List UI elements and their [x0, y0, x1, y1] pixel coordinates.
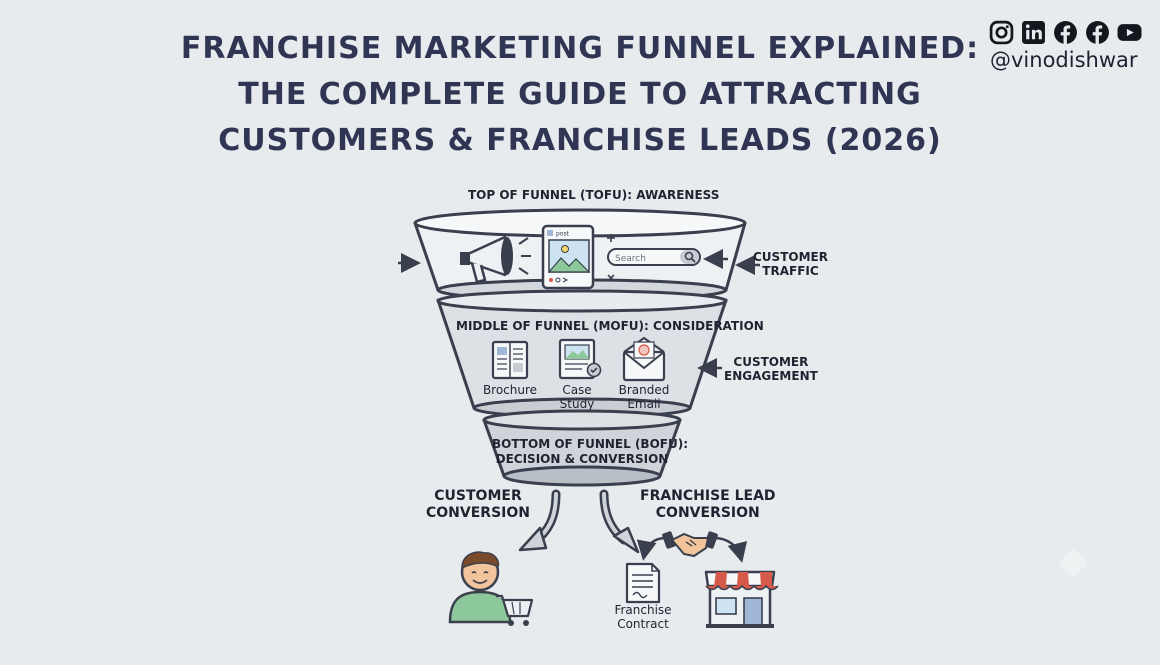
arrow-to-customer	[518, 489, 561, 552]
social-post-icon	[541, 224, 595, 290]
arrow-handshake-to-store	[713, 536, 748, 563]
arrow-to-franchise	[599, 489, 640, 554]
branded-email-label: Branded Email	[618, 383, 670, 411]
instagram-icon[interactable]	[989, 20, 1014, 45]
shopping-cart-icon	[496, 594, 534, 626]
branded-email-icon	[622, 336, 666, 382]
franchise-contract-label: Franchise Contract	[614, 603, 672, 631]
search-placeholder: Search	[615, 254, 646, 264]
franchise-lead-conversion-label: FRANCHISE LEAD CONVERSION	[640, 488, 776, 521]
title-line-2: THE COMPLETE GUIDE TO ATTRACTING	[238, 77, 922, 112]
contract-icon	[625, 562, 661, 604]
customer-traffic-label: CUSTOMER TRAFFIC	[753, 250, 828, 278]
customer-icon	[448, 551, 512, 624]
youtube-icon[interactable]	[1117, 20, 1142, 45]
title-line-3: CUSTOMERS & FRANCHISE LEADS (2026)	[218, 123, 942, 158]
customer-engagement-label: CUSTOMER ENGAGEMENT	[724, 355, 818, 383]
bofu-label: BOTTOM OF FUNNEL (BOFU): DECISION & CONV…	[492, 437, 688, 466]
watermark-icon	[1058, 548, 1088, 578]
case-study-label: Case Study	[559, 383, 595, 411]
facebook-icon[interactable]	[1053, 20, 1078, 45]
customer-conversion-label: CUSTOMER CONVERSION	[426, 488, 530, 521]
social-handle[interactable]: @vinodishwar	[990, 48, 1138, 72]
bofu-layer	[482, 409, 682, 487]
search-bar	[607, 248, 701, 266]
social-icons	[989, 20, 1142, 45]
tofu-label: TOP OF FUNNEL (TOFU): AWARENESS	[468, 188, 720, 202]
case-study-icon	[558, 338, 602, 380]
close-icon	[607, 274, 615, 282]
plus-icon	[607, 234, 615, 242]
search-icon	[684, 251, 696, 263]
linkedin-icon[interactable]	[1021, 20, 1046, 45]
handshake-icon	[662, 531, 718, 557]
store-icon	[704, 570, 779, 628]
title-line-1: FRANCHISE MARKETING FUNNEL EXPLAINED:	[180, 31, 980, 66]
page-title: FRANCHISE MARKETING FUNNEL EXPLAINED: TH…	[170, 26, 990, 164]
megaphone-icon	[460, 235, 531, 284]
arrow-handshake-to-contract	[636, 536, 667, 561]
facebook-icon[interactable]	[1085, 20, 1110, 45]
brochure-icon	[491, 340, 529, 380]
brochure-label: Brochure	[482, 383, 538, 397]
mofu-label: MIDDLE OF FUNNEL (MOFU): CONSIDERATION	[456, 319, 764, 333]
post-tag: post	[556, 231, 570, 238]
